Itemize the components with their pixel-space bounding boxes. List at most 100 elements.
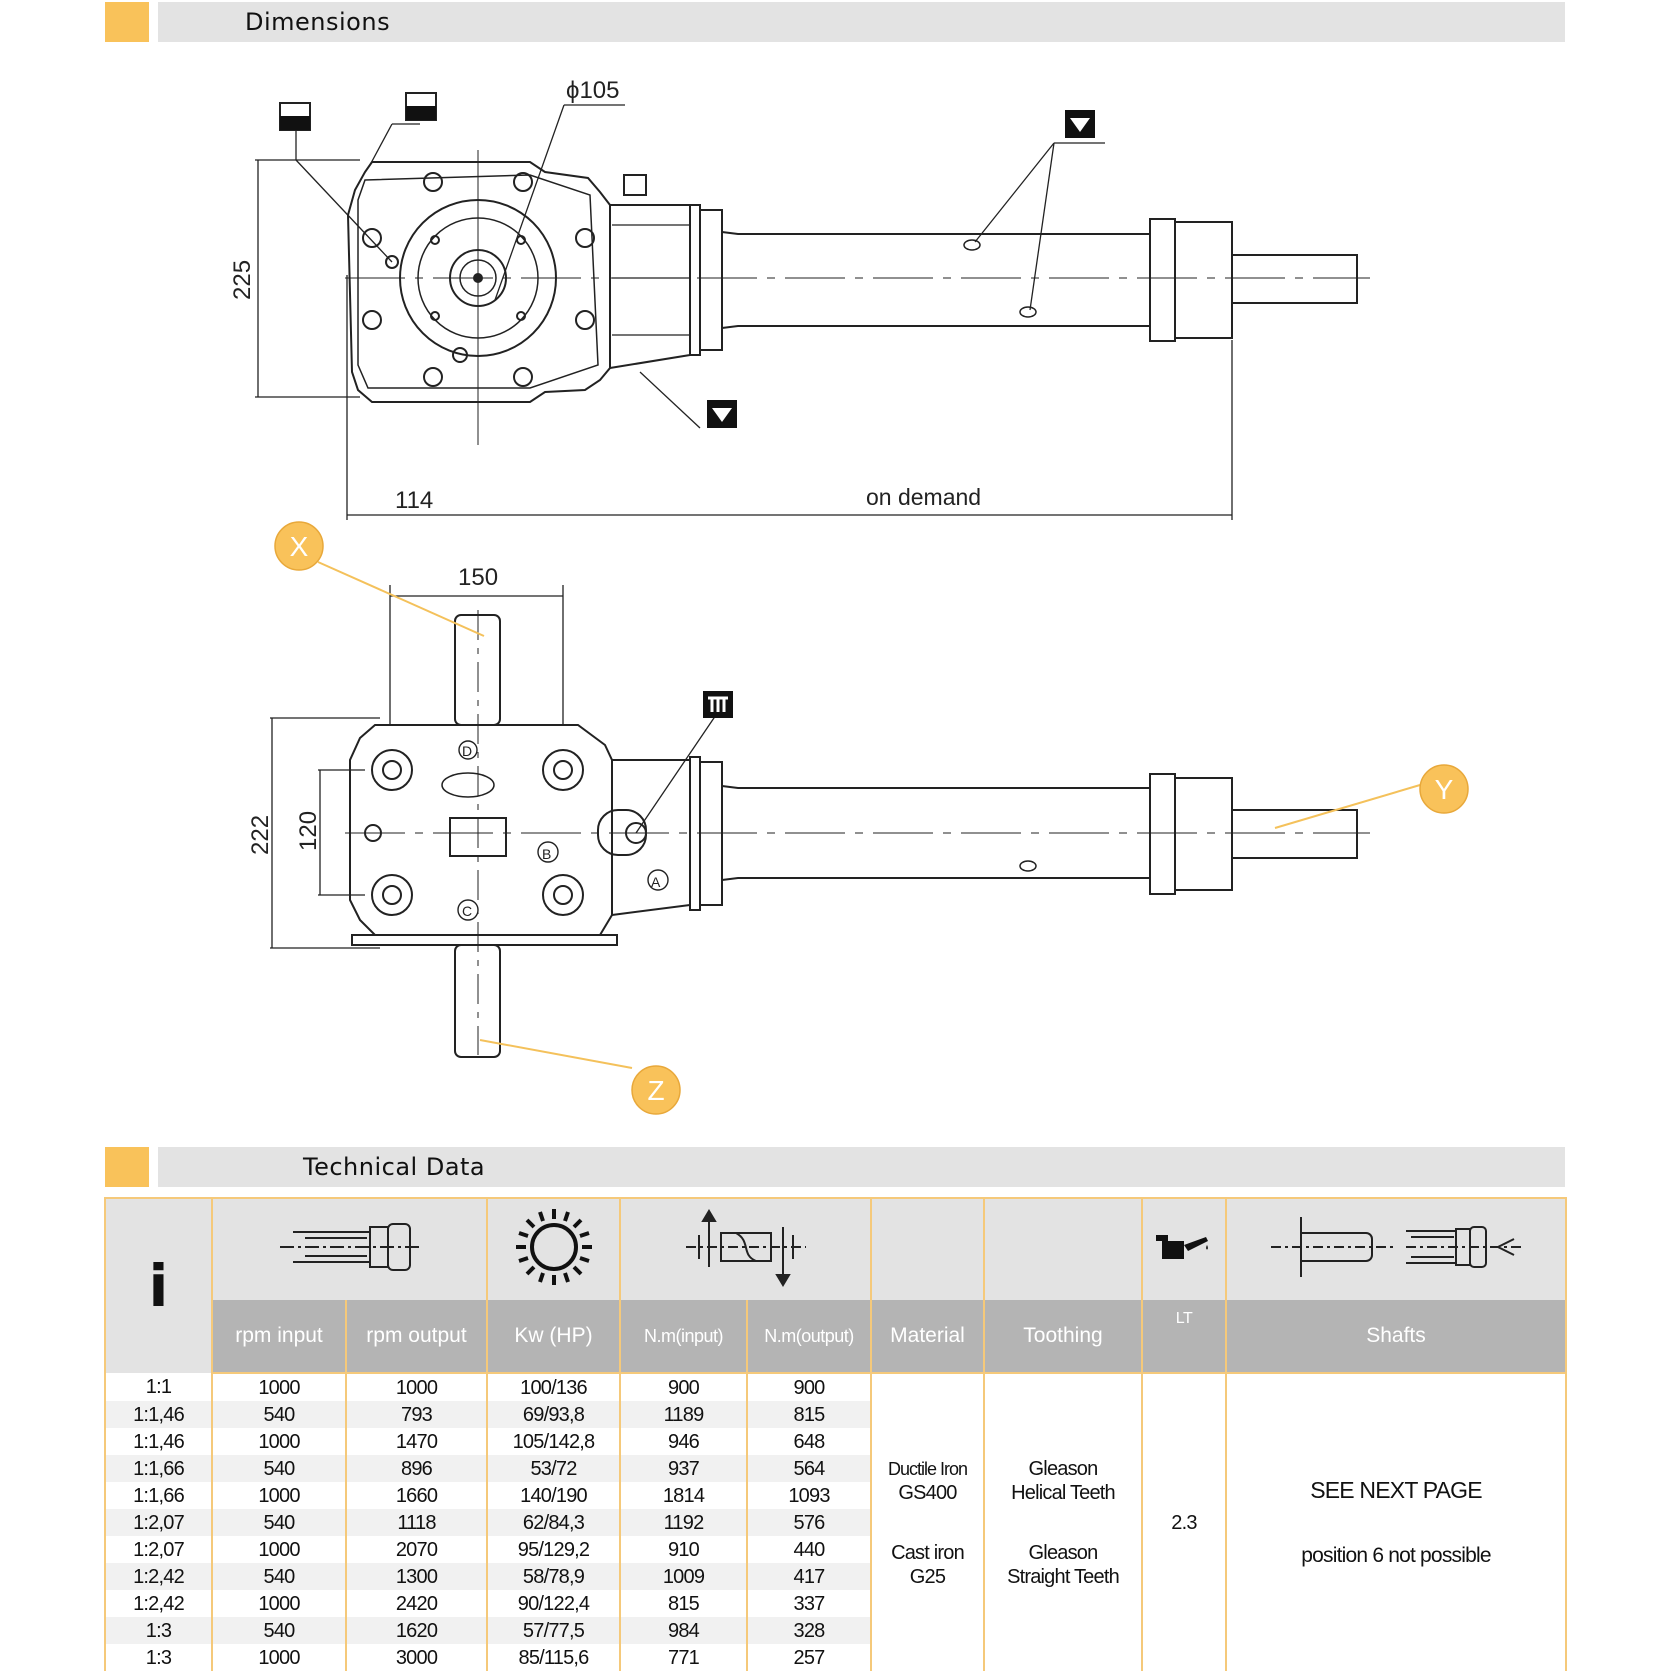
- ratio-header: i: [104, 1197, 213, 1373]
- lt-cell: 2.3: [1142, 1373, 1227, 1671]
- table-row: 1:2,42 1000 2420 90/122,4 815 337: [104, 1590, 1566, 1617]
- rpm-input-cell: 1000: [212, 1482, 347, 1509]
- table-row: 1:1,66 540 896 53/72 937 564: [104, 1455, 1566, 1482]
- dim-width-left: 114: [395, 487, 433, 514]
- ratio-cell: 1:1,66: [104, 1482, 213, 1509]
- kw-hp-cell: 69/93,8: [487, 1401, 621, 1428]
- dimensions-header: Dimensions: [105, 2, 1565, 42]
- dim-width-top-shaft: 150: [458, 564, 498, 591]
- svg-text:Z: Z: [647, 1075, 664, 1106]
- kw-hp-cell: 105/142,8: [487, 1428, 621, 1455]
- ratio-cell: 1:1,46: [104, 1401, 213, 1428]
- dimension-drawing: ϕ105 225 114 on demand 150 222 120 A B C…: [229, 77, 1469, 1115]
- section-title: Technical Data: [303, 1153, 486, 1181]
- kw-hp-cell: 53/72: [487, 1455, 621, 1482]
- nm-output-cell: 564: [747, 1455, 872, 1482]
- dim-inner-height: 120: [295, 811, 322, 851]
- nm-input-cell: 815: [620, 1590, 748, 1617]
- kw-hp-cell: 85/115,6: [487, 1644, 621, 1671]
- dim-height-front: 222: [247, 815, 274, 855]
- nm-input-cell: 771: [620, 1644, 748, 1671]
- col-nm-input: N.m(input): [620, 1300, 748, 1374]
- table-row: 1:3 540 1620 57/77,5 984 328: [104, 1617, 1566, 1644]
- nm-input-cell: 937: [620, 1455, 748, 1482]
- table-row: 1:1,66 1000 1660 140/190 1814 1093: [104, 1482, 1566, 1509]
- col-toothing: Toothing: [984, 1300, 1143, 1374]
- nm-input-cell: 900: [620, 1373, 748, 1401]
- nm-output-cell: 257: [747, 1644, 872, 1671]
- material-cell: Ductile Iron GS400 Cast iron G25: [871, 1373, 985, 1671]
- header-bar: [158, 2, 1565, 42]
- rpm-output-cell: 896: [346, 1455, 488, 1482]
- nm-input-cell: 946: [620, 1428, 748, 1455]
- rpm-input-cell: 1000: [212, 1373, 347, 1401]
- drain-plug-icon: [1065, 110, 1095, 138]
- ratio-cell: 1:2,42: [104, 1590, 213, 1617]
- rpm-input-cell: 1000: [212, 1428, 347, 1455]
- nm-output-cell: 1093: [747, 1482, 872, 1509]
- nm-input-cell: 1009: [620, 1563, 748, 1590]
- kw-hp-cell: 90/122,4: [487, 1590, 621, 1617]
- kw-hp-cell: 62/84,3: [487, 1509, 621, 1536]
- housing-mark-d: D: [462, 743, 472, 759]
- rpm-output-cell: 1000: [346, 1373, 488, 1401]
- nm-output-cell: 417: [747, 1563, 872, 1590]
- accent-square: [105, 1147, 149, 1187]
- shafts-cell: SEE NEXT PAGE position 6 not possible: [1226, 1373, 1567, 1671]
- shafts-icon: [1226, 1197, 1567, 1300]
- ratio-cell: 1:1,66: [104, 1455, 213, 1482]
- callout-y: Y: [1419, 764, 1469, 814]
- rpm-output-cell: 3000: [346, 1644, 488, 1671]
- col-rpm-output: rpm output: [346, 1300, 488, 1374]
- col-material: Material: [871, 1300, 985, 1374]
- toothing-icon-cell: [984, 1197, 1143, 1300]
- rpm-input-cell: 1000: [212, 1536, 347, 1563]
- nm-input-cell: 984: [620, 1617, 748, 1644]
- top-view: [345, 150, 1370, 445]
- rpm-input-cell: 540: [212, 1617, 347, 1644]
- drain-plug-icon: [707, 400, 737, 428]
- section-title: Dimensions: [245, 8, 391, 36]
- housing-mark-b: B: [542, 846, 551, 862]
- input-shaft-icon: [212, 1197, 488, 1300]
- kw-hp-cell: 140/190: [487, 1482, 621, 1509]
- kw-hp-cell: 95/129,2: [487, 1536, 621, 1563]
- rpm-output-cell: 793: [346, 1401, 488, 1428]
- ratio-cell: 1:1: [104, 1373, 213, 1401]
- nm-output-cell: 815: [747, 1401, 872, 1428]
- nm-output-cell: 648: [747, 1428, 872, 1455]
- rpm-output-cell: 1620: [346, 1617, 488, 1644]
- rpm-output-cell: 1118: [346, 1509, 488, 1536]
- rpm-input-cell: 540: [212, 1401, 347, 1428]
- table-row: 1:2,07 1000 2070 95/129,2 910 440: [104, 1536, 1566, 1563]
- nm-output-cell: 337: [747, 1590, 872, 1617]
- rpm-output-cell: 1660: [346, 1482, 488, 1509]
- rpm-output-cell: 2070: [346, 1536, 488, 1563]
- front-view: [345, 610, 1370, 1058]
- nm-output-cell: 900: [747, 1373, 872, 1401]
- housing-mark-a: A: [651, 874, 661, 890]
- svg-text:Y: Y: [1435, 774, 1454, 805]
- oil-can-icon: [1142, 1197, 1227, 1300]
- rpm-output-cell: 2420: [346, 1590, 488, 1617]
- dim-height-top: 225: [229, 260, 256, 300]
- rpm-input-cell: 1000: [212, 1590, 347, 1617]
- nm-input-cell: 1192: [620, 1509, 748, 1536]
- callout-z: Z: [631, 1065, 681, 1115]
- rpm-output-cell: 1300: [346, 1563, 488, 1590]
- nm-input-cell: 910: [620, 1536, 748, 1563]
- ratio-cell: 1:2,42: [104, 1563, 213, 1590]
- nm-output-cell: 328: [747, 1617, 872, 1644]
- dim-diameter: ϕ105: [566, 77, 619, 104]
- table-row: 1:1,46 540 793 69/93,8 1189 815: [104, 1401, 1566, 1428]
- table-row: 1:1,46 1000 1470 105/142,8 946 648: [104, 1428, 1566, 1455]
- col-rpm-input: rpm input: [212, 1300, 347, 1374]
- nm-output-cell: 440: [747, 1536, 872, 1563]
- technical-data-table: i: [104, 1197, 1567, 1671]
- filler-plug-icon: [279, 102, 311, 131]
- nm-output-cell: 576: [747, 1509, 872, 1536]
- svg-text:X: X: [290, 531, 309, 562]
- rpm-input-cell: 540: [212, 1509, 347, 1536]
- housing-mark-c: C: [462, 903, 472, 919]
- table-row: 1:1 1000 1000 100/136 900 900 Ductile Ir…: [104, 1373, 1567, 1671]
